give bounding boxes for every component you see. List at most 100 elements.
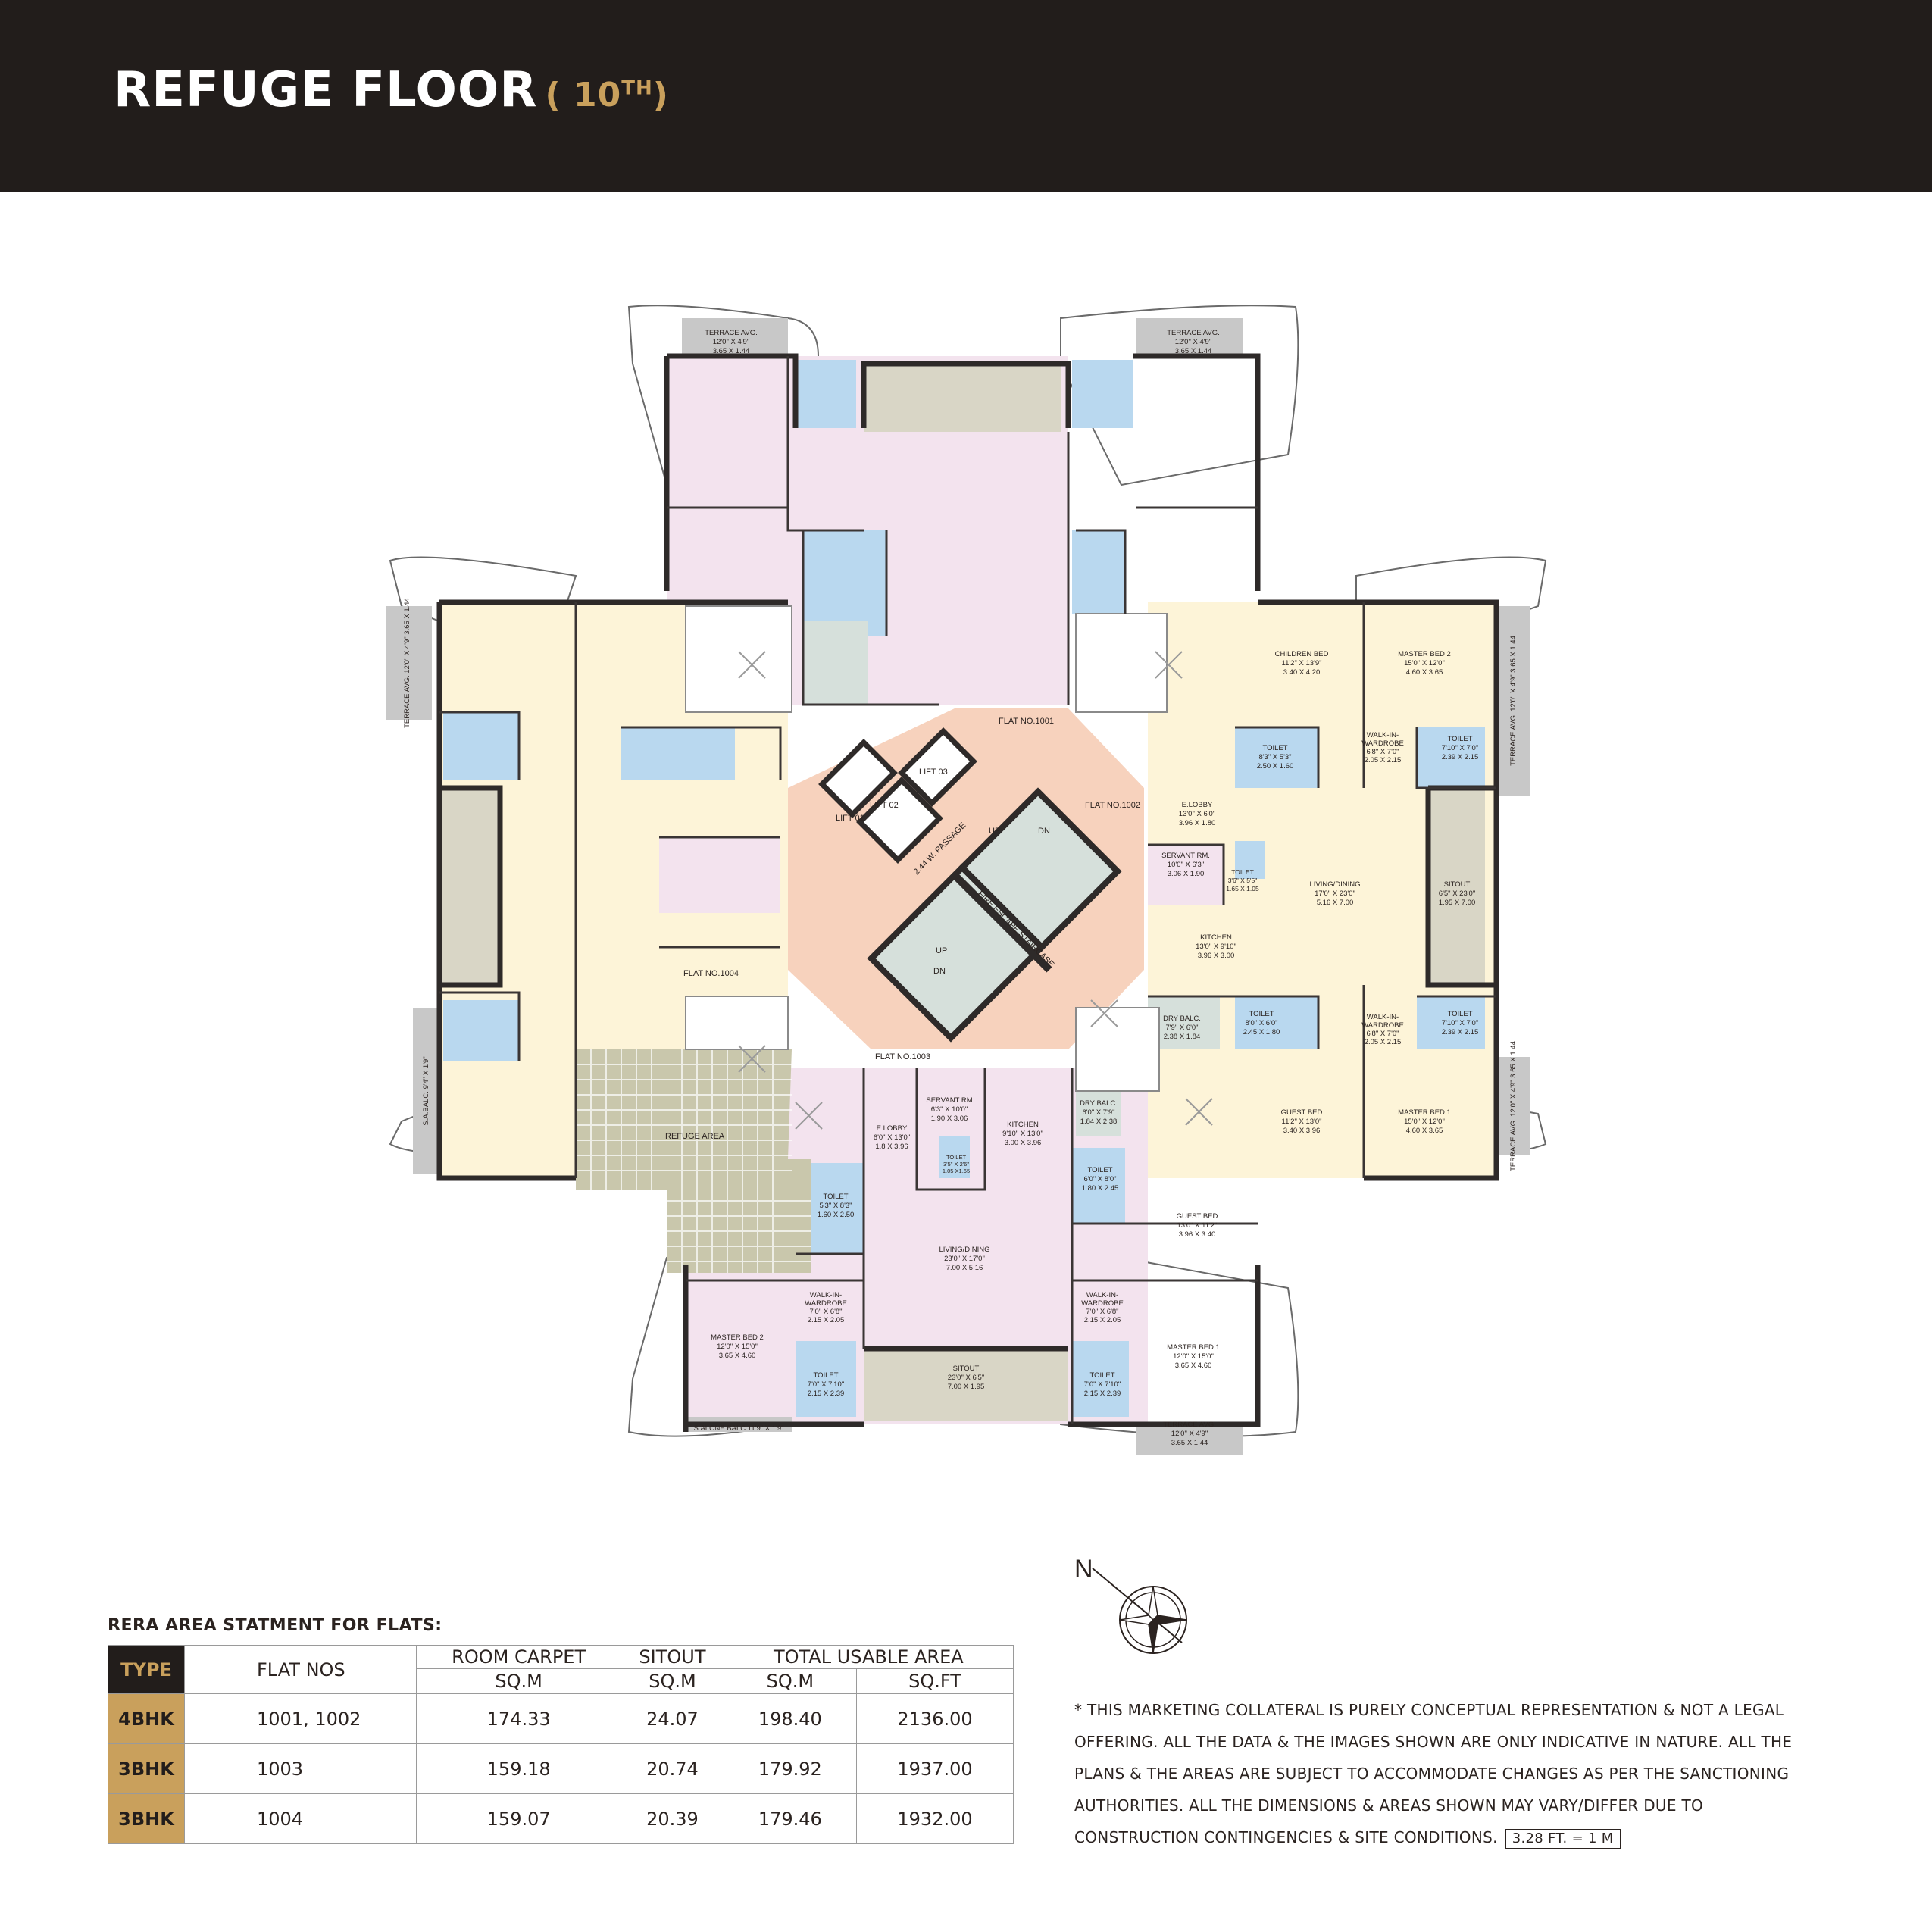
toilet-s0-m: 1.05 X1.65	[943, 1168, 970, 1174]
wiw-e2-m: 2.05 X 2.15	[1365, 1038, 1402, 1046]
toilet-s1-m: 1.60 X 2.50	[818, 1211, 855, 1219]
terrace-nw-m: 3.65 X 1.44	[713, 347, 750, 355]
toilet-e5-m: 2.39 X 2.15	[1442, 1028, 1479, 1036]
label-flat-1001: FLAT NO.1001	[999, 717, 1054, 726]
flat-1001-area	[667, 318, 1243, 705]
label-stair-up-1: UP	[989, 827, 1000, 836]
label-drybalc-s: DRY BALC.6'0" X 7'9"1.84 X 2.38	[1080, 1099, 1118, 1126]
drybalc-s-title: DRY BALC.	[1080, 1099, 1118, 1108]
toilet-e1-ft: 8'3" X 5'3"	[1258, 753, 1291, 761]
row-room-carpet: 159.18	[415, 1743, 622, 1794]
outer-walls	[436, 353, 1499, 1432]
terrace-ne-title: TERRACE AVG.	[1167, 329, 1220, 337]
row-flat-nos: 1004	[184, 1793, 417, 1844]
drybalc-s-ft: 6'0" X 7'9"	[1082, 1108, 1114, 1117]
wiw-e1-ft: 6'8" X 7'0"	[1366, 748, 1399, 756]
toilet-s3-m: 2.15 X 2.39	[808, 1390, 845, 1398]
wiw-e2-ft: 6'8" X 7'0"	[1366, 1030, 1399, 1038]
servant-e-m: 3.06 X 1.90	[1168, 870, 1205, 878]
label-lift-03: LIFT 03	[919, 767, 948, 777]
flat-1002-area	[1148, 602, 1530, 1178]
compass-rose-icon: N	[1074, 1555, 1187, 1654]
terrace-se-ft: 12'0" X 4'9"	[1171, 1430, 1208, 1438]
rera-table-title: RERA AREA STATMENT FOR FLATS:	[108, 1616, 442, 1635]
rera-unit-room-carpet: SQ.M	[415, 1668, 622, 1694]
living-s-title: LIVING/DINING	[939, 1246, 989, 1254]
toilet-e2-m: 2.39 X 2.15	[1442, 753, 1479, 761]
label-flat-1003: FLAT NO.1003	[875, 1052, 930, 1061]
wiw-e1-l1: WALK-IN-	[1367, 731, 1399, 739]
toilet-s3-title: TOILET	[813, 1371, 838, 1380]
living-s-m: 7.00 X 5.16	[946, 1264, 983, 1272]
row-sitout: 24.07	[621, 1693, 724, 1744]
toilet-e5-title: TOILET	[1447, 1010, 1472, 1018]
row-sitout: 20.39	[621, 1793, 724, 1844]
wiw-s1-m: 2.15 X 2.05	[808, 1316, 845, 1324]
label-terrace-nw: TERRACE AVG.12'0" X 4'9"3.65 X 1.44	[705, 329, 758, 355]
label-terrace-w: TERRACE AVG. 12'0" X 4'9" 3.65 X 1.44	[403, 598, 411, 728]
sitout-s-ft: 23'0" X 6'5"	[948, 1374, 984, 1382]
sitout-e-m: 1.95 X 7.00	[1439, 899, 1476, 907]
masterbed1-s-ft: 12'0" X 15'0"	[1173, 1352, 1214, 1361]
toilet-e5-ft: 7'10" X 7'0"	[1442, 1019, 1478, 1027]
toilet-e1-m: 2.50 X 1.60	[1257, 762, 1294, 771]
toilet-s1-title: TOILET	[823, 1193, 848, 1201]
floor-ordinal: TH	[621, 77, 653, 100]
guestbed-s-title: GUEST BED	[1177, 1212, 1218, 1221]
toilet-e3-ft: 3'6" X 5'5"	[1228, 877, 1258, 884]
rera-unit-total-sqft: SQ.FT	[856, 1668, 1014, 1694]
toilet-s3-ft: 7'0" X 7'10"	[808, 1380, 844, 1389]
servant-e-title: SERVANT RM.	[1161, 852, 1210, 860]
row-flat-nos: 1001, 1002	[184, 1693, 417, 1744]
rera-header-room-carpet: ROOM CARPET	[415, 1645, 622, 1669]
masterbed1-e-m: 4.60 X 3.65	[1406, 1127, 1443, 1135]
drybalc-e-title: DRY BALC.	[1163, 1014, 1201, 1023]
toilet-s0-title: TOILET	[946, 1154, 967, 1161]
label-stair-dn-2: DN	[933, 967, 946, 976]
rera-header-type: TYPE	[108, 1645, 185, 1694]
toilet-s0-ft: 3'5" X 2'6"	[943, 1161, 969, 1168]
toilet-s2-title: TOILET	[1087, 1166, 1112, 1174]
row-total-sqft: 2136.00	[856, 1693, 1014, 1744]
wiw-s2-l2: WARDROBE	[1081, 1299, 1124, 1308]
toilet-e4-m: 2.45 X 1.80	[1243, 1028, 1280, 1036]
label-lift-02: LIFT 02	[870, 801, 899, 810]
wiw-s2-ft: 7'0" X 6'8"	[1086, 1308, 1118, 1316]
elobby-s-m: 1.8 X 3.96	[875, 1143, 908, 1151]
row-total-sqft: 1932.00	[856, 1793, 1014, 1844]
servant-s-ft: 6'3" X 10'0"	[931, 1105, 968, 1114]
page-title-main: REFUGE FLOOR	[114, 62, 538, 118]
inner-walls	[439, 356, 1496, 1424]
label-drybalc-e: DRY BALC.7'9" X 6'0"2.38 X 1.84	[1163, 1014, 1201, 1041]
sitout-s-m: 7.00 X 1.95	[948, 1383, 985, 1391]
wiw-e2-l1: WALK-IN-	[1367, 1013, 1399, 1021]
voids	[685, 605, 1168, 1092]
disclaimer-text: * THIS MARKETING COLLATERAL IS PURELY CO…	[1074, 1701, 1793, 1846]
drybalc-s-m: 1.84 X 2.38	[1080, 1118, 1118, 1126]
scale-note: 3.28 FT. = 1 M	[1505, 1829, 1621, 1849]
terrace-se-title: TERRACE AVG.	[1163, 1421, 1216, 1429]
living-e-title: LIVING/DINING	[1309, 880, 1360, 889]
wiw-e1-l2: WARDROBE	[1361, 739, 1404, 748]
row-total-sqft: 1937.00	[856, 1743, 1014, 1794]
rera-header-flat-nos: FLAT NOS	[184, 1645, 417, 1694]
master-bed2-e-ft: 15'0" X 12'0"	[1404, 659, 1445, 667]
row-type: 3BHK	[108, 1793, 185, 1844]
masterbed1-e-ft: 15'0" X 12'0"	[1404, 1118, 1445, 1126]
row-type: 3BHK	[108, 1743, 185, 1794]
label-stair-dn-1: DN	[1038, 827, 1050, 836]
label-flat-1004: FLAT NO.1004	[683, 969, 739, 978]
drybalc-e-ft: 7'9" X 6'0"	[1165, 1024, 1198, 1032]
floor-plan: FLAT NO.1001 FLAT NO.1002 FLAT NO.1003 F…	[371, 299, 1568, 1504]
table-row: 4BHK 1001, 1002 174.33 24.07 198.40 2136…	[108, 1693, 1014, 1744]
masterbed2-s-ft: 12'0" X 15'0"	[717, 1343, 758, 1351]
elobby-e-title: E.LOBBY	[1182, 801, 1213, 809]
row-total-sqm: 179.92	[723, 1743, 858, 1794]
